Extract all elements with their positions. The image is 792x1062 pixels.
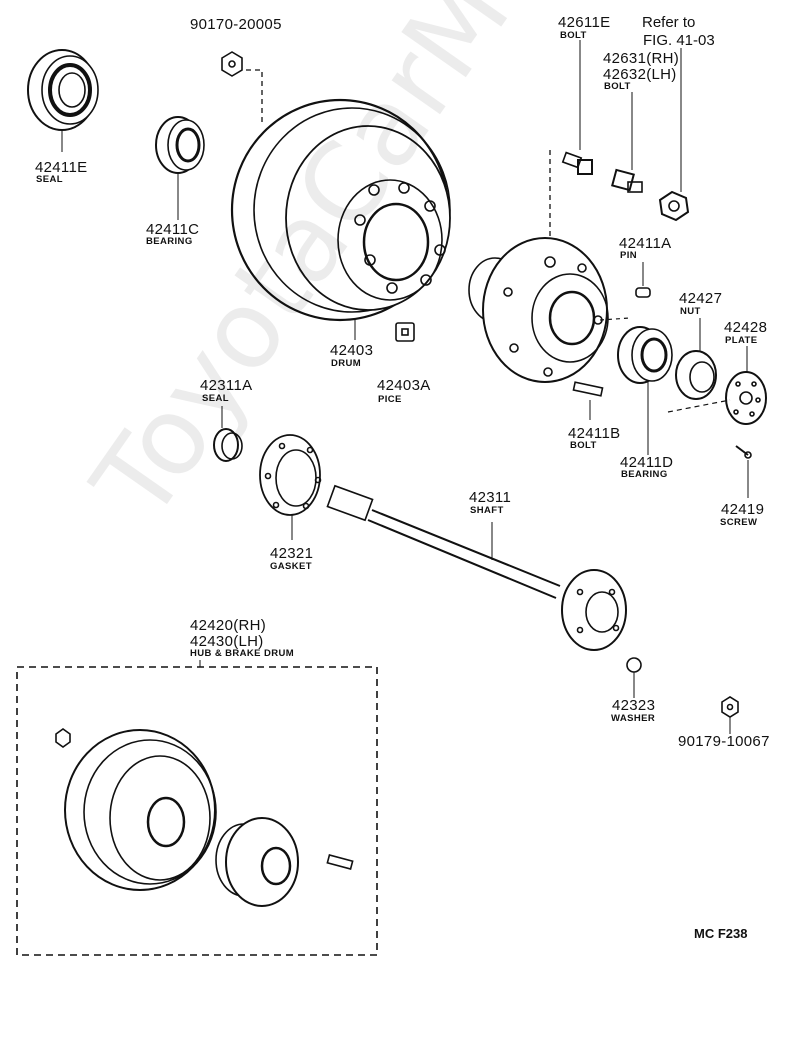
part-name-drum: DRUM (331, 358, 362, 369)
hub-bolts-drawing (549, 40, 690, 255)
screw-42419-drawing (735, 445, 752, 498)
part-name-bolt-42611e: BOLT (560, 30, 587, 41)
part-name-screw: SCREW (720, 517, 758, 528)
part-name-shaft: SHAFT (470, 505, 504, 516)
piece-42403a-drawing (395, 322, 415, 342)
part-number-42411c: 42411C (146, 221, 200, 238)
part-number-42428: 42428 (724, 319, 768, 336)
part-name-washer: WASHER (611, 713, 656, 724)
part-number-90179-10067: 90179-10067 (678, 733, 770, 750)
part-number-42311a: 42311A (200, 377, 253, 394)
hub-brake-drum-assembly-drawing (16, 660, 378, 956)
nut-90179-drawing (721, 696, 739, 734)
part-name-pin: PIN (620, 250, 638, 261)
reference-line-2: FIG. 41-03 (643, 32, 715, 49)
nut-42427-drawing (675, 318, 717, 400)
seal-42311a-drawing (213, 406, 243, 462)
bearing-42411d-drawing (617, 326, 673, 455)
washer-42323-drawing (626, 657, 642, 698)
pin-42411a-drawing (635, 262, 651, 298)
part-name-bearing: BEARING (146, 236, 193, 247)
part-number-90170-20005: 90170-20005 (190, 16, 282, 33)
part-number-42411e: 42411E (35, 159, 88, 176)
part-name-seal-42311a: SEAL (202, 393, 229, 404)
part-number-42403a: 42403A (377, 377, 431, 394)
part-number-42427: 42427 (679, 290, 723, 307)
part-number-42611e: 42611E (558, 14, 611, 31)
part-name-bearing-42411d: BEARING (621, 469, 668, 480)
plate-42428-drawing (667, 346, 767, 425)
part-number-42411b: 42411B (568, 425, 621, 442)
part-number-42403: 42403 (330, 342, 374, 359)
figure-code: MC F238 (694, 926, 748, 941)
part-name-bolt-42631: BOLT (604, 81, 631, 92)
part-number-42420-rh: 42420(RH) (190, 617, 267, 634)
bearing-42411c-drawing (155, 116, 205, 220)
part-name-plate: PLATE (725, 335, 758, 346)
part-number-42419: 42419 (721, 501, 765, 518)
nut-90170-drawing (221, 51, 263, 125)
part-number-42632-lh: 42632(LH) (603, 66, 677, 83)
part-number-42631-rh: 42631(RH) (603, 50, 680, 67)
part-name-gasket: GASKET (270, 561, 312, 572)
part-name-seal: SEAL (36, 174, 63, 185)
part-number-42323: 42323 (612, 697, 656, 714)
seal-42411e-drawing (27, 49, 99, 152)
drum-42403-drawing (230, 98, 451, 340)
gasket-42321-drawing (259, 434, 322, 540)
hub-drawing (468, 237, 631, 383)
part-name-nut: NUT (680, 306, 701, 317)
part-name-hub-brake-drum: HUB & BRAKE DRUM (190, 648, 295, 659)
part-number-42411d: 42411D (620, 454, 674, 471)
part-number-42430-lh: 42430(LH) (190, 633, 264, 650)
part-number-42321: 42321 (270, 545, 314, 562)
part-number-42411a: 42411A (619, 235, 672, 252)
part-name-bolt-42411b: BOLT (570, 440, 597, 451)
reference-line-1: Refer to (642, 14, 696, 31)
shaft-42311-drawing (326, 484, 627, 651)
bolt-42411b-drawing (572, 381, 604, 420)
part-number-42311: 42311 (469, 489, 512, 506)
part-name-pice: PICE (378, 394, 402, 405)
